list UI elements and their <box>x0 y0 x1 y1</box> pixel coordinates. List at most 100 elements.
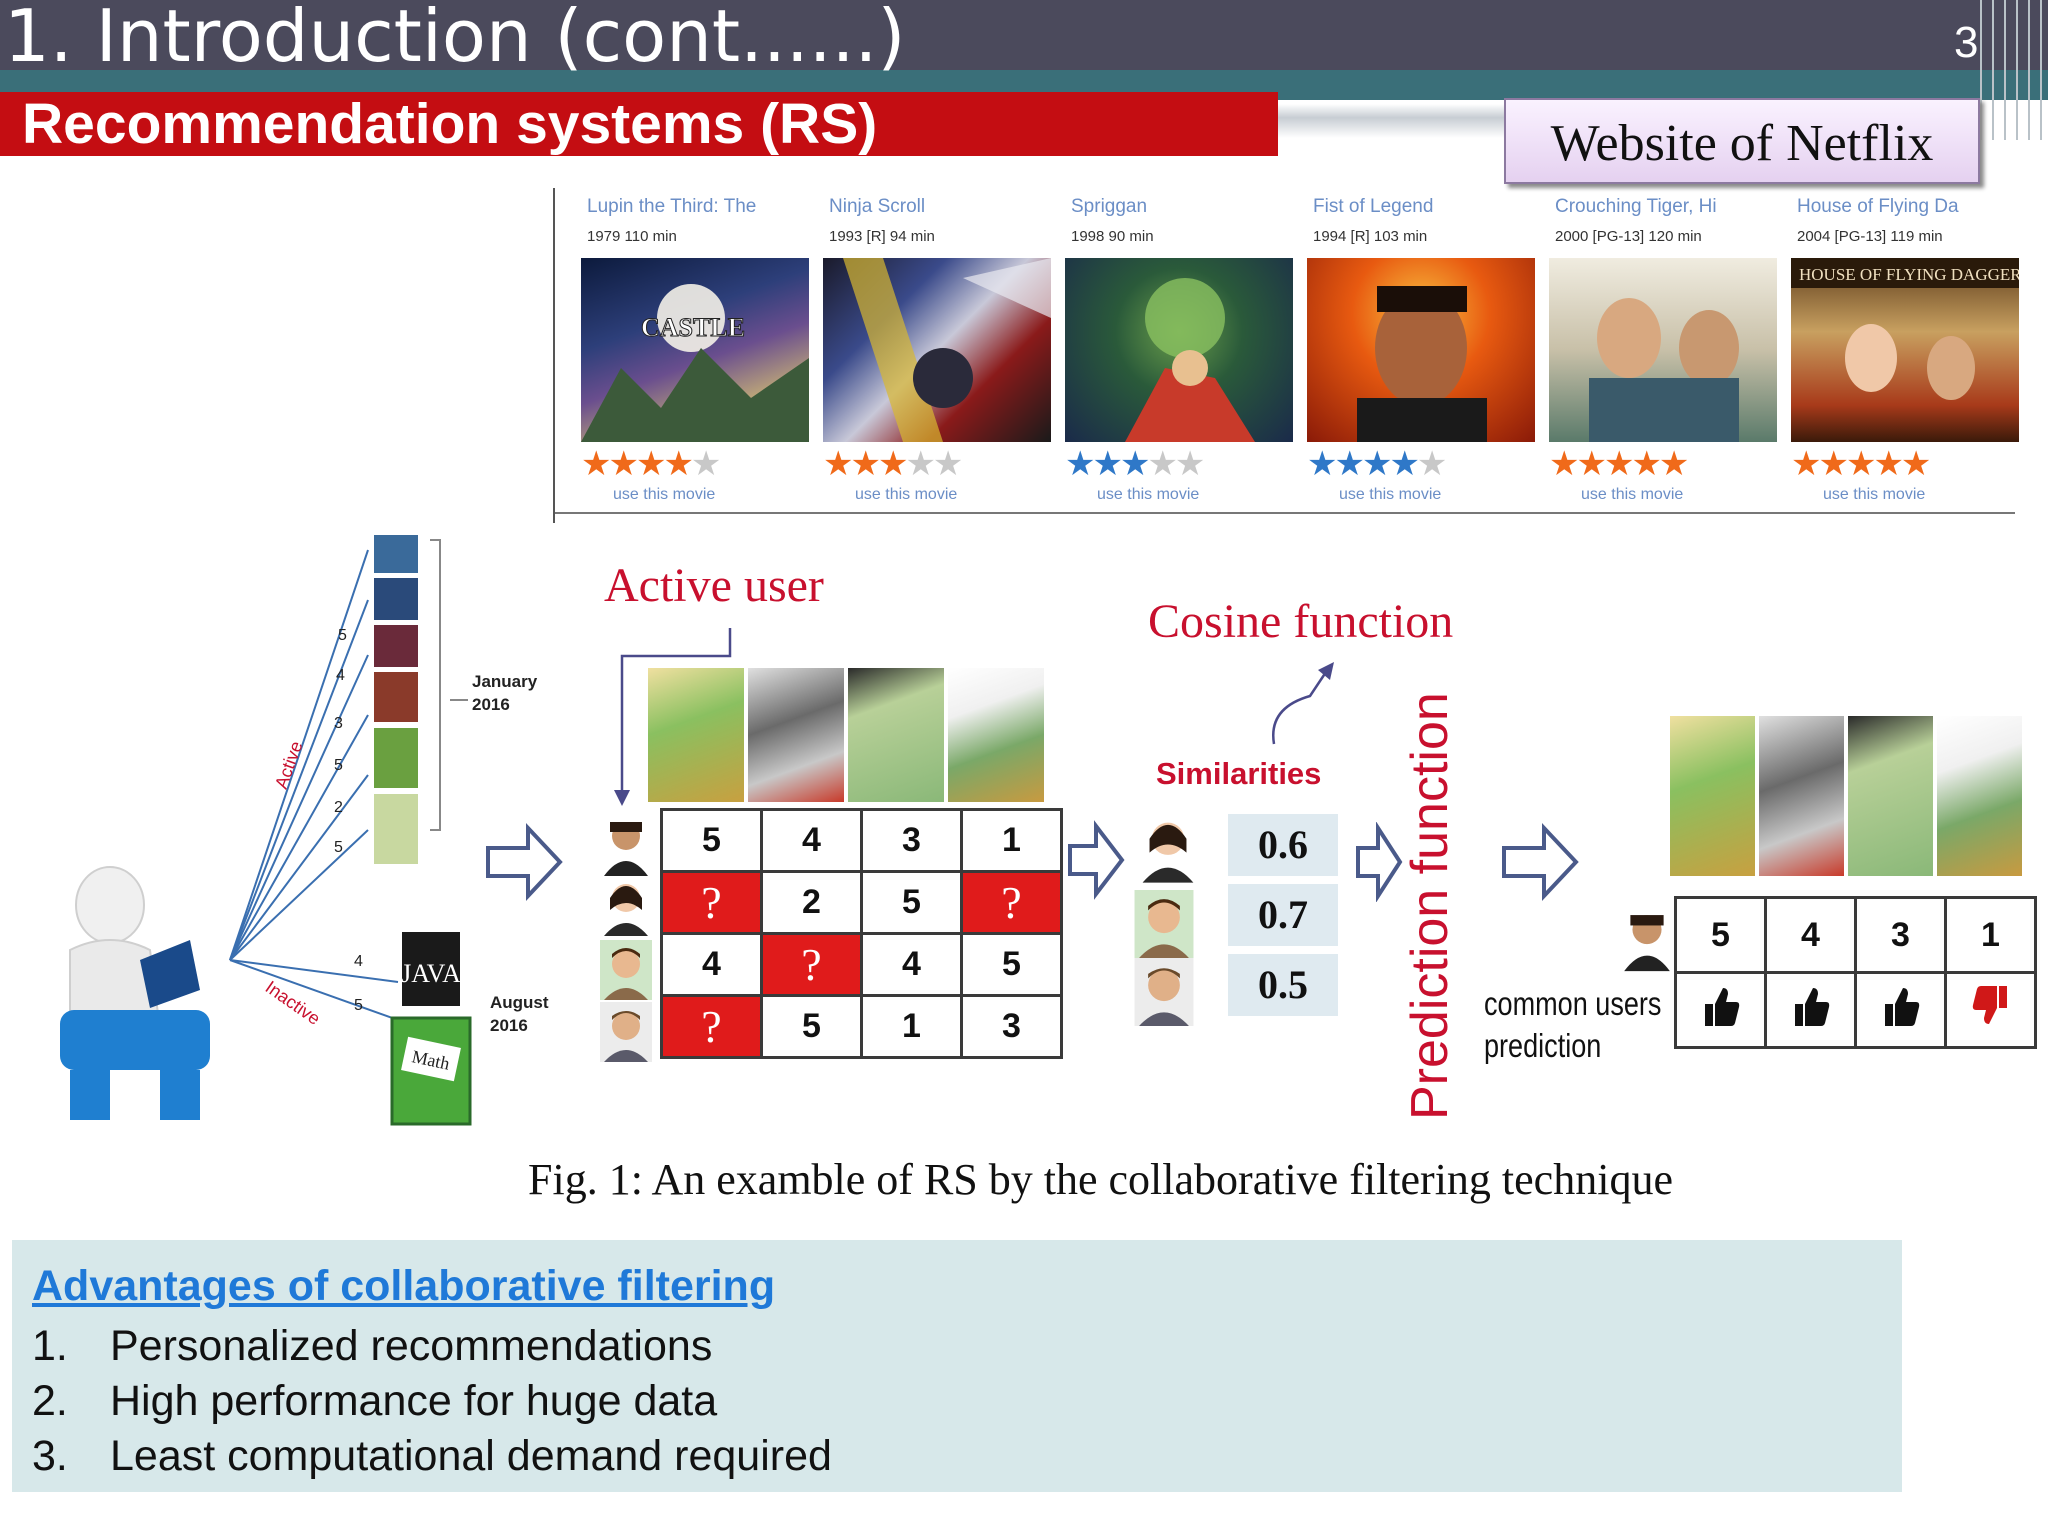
book-cover-image <box>648 668 744 802</box>
january-year-label: 2016 <box>472 695 510 714</box>
line-rating-label: 2 <box>334 799 343 816</box>
similarity-value: 0.6 <box>1228 814 1338 876</box>
matrix-cell: 5 <box>760 994 863 1059</box>
movie-title[interactable]: House of Flying Da <box>1797 196 1959 217</box>
matrix-cell-unknown: ? <box>660 870 763 935</box>
slide-title: 1. Introduction (cont......) <box>4 0 906 78</box>
movie-meta: 1993 [R] 94 min <box>829 228 935 245</box>
use-this-movie-link[interactable]: use this movie <box>1097 486 1200 503</box>
result-rating-cell: 3 <box>1854 896 1947 974</box>
matrix-cell-unknown: ? <box>960 870 1063 935</box>
line-rating-label: 5 <box>334 757 343 774</box>
book-cover-image <box>1848 716 1933 876</box>
rating-matrix: 5 4 3 1 ? 2 5 ? 4 ? 4 5 ? 5 1 3 <box>660 808 1063 1059</box>
common-users-prediction-label: common users prediction <box>1484 983 1661 1067</box>
line-rating-label: 4 <box>336 667 345 684</box>
java-book-label: JAVA <box>401 959 461 988</box>
decorative-lines <box>1980 0 2042 140</box>
movie-card: House of Flying Da 2004 [PG-13] 119 min … <box>1763 188 2019 508</box>
movie-poster-image[interactable] <box>823 258 1051 442</box>
matrix-cell: 5 <box>660 808 763 873</box>
use-this-movie-link[interactable]: use this movie <box>1339 486 1442 503</box>
active-user-label: Active user <box>604 559 824 612</box>
flow-arrow-right-icon <box>1068 820 1125 900</box>
thumbs-down-icon <box>1972 985 2007 1024</box>
advantage-item: 2.High performance for huge data <box>32 1377 717 1426</box>
decorative-band <box>1278 104 1508 138</box>
common-users-label-line2: prediction <box>1484 1027 1602 1064</box>
movie-title[interactable]: Fist of Legend <box>1313 196 1434 217</box>
flow-arrow-right-icon <box>1356 822 1403 902</box>
book-cover-image <box>848 668 944 802</box>
movie-star-rating[interactable]: ★★★★★ <box>823 445 963 483</box>
active-user-pointer-arrow <box>614 628 732 806</box>
section-banner-text: Recommendation systems (RS) <box>22 92 878 156</box>
prediction-function-label: Prediction function <box>1401 692 1459 1120</box>
book-cover-image <box>748 668 844 802</box>
similar-user-avatar-male-older <box>1134 958 1194 1026</box>
netflix-label-box: Website of Netflix <box>1504 98 1980 184</box>
movie-poster-image[interactable]: CASTLE <box>581 258 809 442</box>
active-edge-label: Active <box>271 738 307 791</box>
movie-title[interactable]: Crouching Tiger, Hi <box>1555 196 1717 217</box>
user-avatar-female <box>604 884 648 936</box>
movie-title[interactable]: Lupin the Third: The <box>587 196 757 217</box>
movie-star-rating[interactable]: ★★★★★ <box>1307 445 1447 483</box>
result-book-cover-strip <box>1670 716 2026 876</box>
movie-star-rating[interactable]: ★★★★★ <box>1065 445 1205 483</box>
result-rating-cell: 4 <box>1764 896 1857 974</box>
movie-card: Crouching Tiger, Hi 2000 [PG-13] 120 min… <box>1521 188 1777 508</box>
flow-arrow-right-icon <box>486 822 563 902</box>
use-this-movie-link[interactable]: use this movie <box>855 486 958 503</box>
svg-text:HOUSE OF FLYING DAGGERS: HOUSE OF FLYING DAGGERS <box>1799 265 2019 284</box>
matrix-cell: 3 <box>960 994 1063 1059</box>
strip-divider-horizontal <box>555 512 2015 514</box>
movie-star-rating[interactable]: ★★★★★ <box>581 445 721 483</box>
movie-card: Ninja Scroll 1993 [R] 94 min ★★★★★ use t… <box>795 188 1051 508</box>
movie-poster-image[interactable] <box>1065 258 1293 442</box>
advantages-title-link[interactable]: Advantages of collaborative filtering <box>32 1262 776 1310</box>
line-rating-label: 4 <box>354 953 363 970</box>
inactive-edge-label: Inactive <box>262 977 324 1029</box>
user-avatar-male-older <box>600 1002 652 1062</box>
similarity-value: 0.7 <box>1228 884 1338 946</box>
january-label: January <box>472 672 538 691</box>
use-this-movie-link[interactable]: use this movie <box>1581 486 1684 503</box>
thumbs-up-icon <box>1794 987 1829 1026</box>
movie-poster-image[interactable] <box>1307 258 1535 442</box>
movie-title[interactable]: Spriggan <box>1071 196 1148 217</box>
matrix-cell: 1 <box>860 994 963 1059</box>
flow-arrow-right-icon <box>1502 822 1579 902</box>
use-this-movie-link[interactable]: use this movie <box>613 486 716 503</box>
movie-meta: 2000 [PG-13] 120 min <box>1555 228 1702 245</box>
movie-meta: 1994 [R] 103 min <box>1313 228 1428 245</box>
book-cover-image <box>1670 716 1755 876</box>
matrix-row: 5 4 3 1 <box>660 808 1063 873</box>
matrix-cell: 4 <box>760 808 863 873</box>
user-activity-diagram: JAVA Math 5 4 3 5 2 5 4 5 Active Inactiv… <box>60 535 549 1126</box>
slide-number: 3 <box>1954 18 1979 67</box>
use-this-movie-link[interactable]: use this movie <box>1823 486 1926 503</box>
movie-title[interactable]: Ninja Scroll <box>829 196 926 217</box>
movie-star-rating[interactable]: ★★★★★ <box>1791 445 1931 483</box>
advantage-item: 1.Personalized recommendations <box>32 1322 712 1371</box>
book-cover-strip <box>648 668 1048 802</box>
figure-caption: Fig. 1: An examble of RS by the collabor… <box>528 1155 1673 1204</box>
result-vote-cell <box>1854 971 1947 1049</box>
svg-text:CASTLE: CASTLE <box>641 313 745 342</box>
user-at-laptop-icon <box>60 866 210 1120</box>
user-avatar-male-dark <box>604 822 648 876</box>
user-avatar-male-smiling <box>600 940 652 1000</box>
movie-meta: 2004 [PG-13] 119 min <box>1797 228 1943 245</box>
result-rating-cell: 5 <box>1674 896 1767 974</box>
matrix-row: ? 5 1 3 <box>660 994 1063 1059</box>
book-cover-image <box>1937 716 2022 876</box>
movie-poster-image[interactable] <box>1549 258 1777 442</box>
similar-user-avatar-male <box>1134 890 1194 958</box>
result-ratings-row: 5 4 3 1 <box>1674 896 2037 974</box>
movie-poster-image[interactable]: HOUSE OF FLYING DAGGERS <box>1791 258 2019 442</box>
matrix-row: 4 ? 4 5 <box>660 932 1063 997</box>
movie-star-rating[interactable]: ★★★★★ <box>1549 445 1689 483</box>
matrix-cell: 4 <box>660 932 763 997</box>
line-rating-label: 5 <box>338 627 347 644</box>
